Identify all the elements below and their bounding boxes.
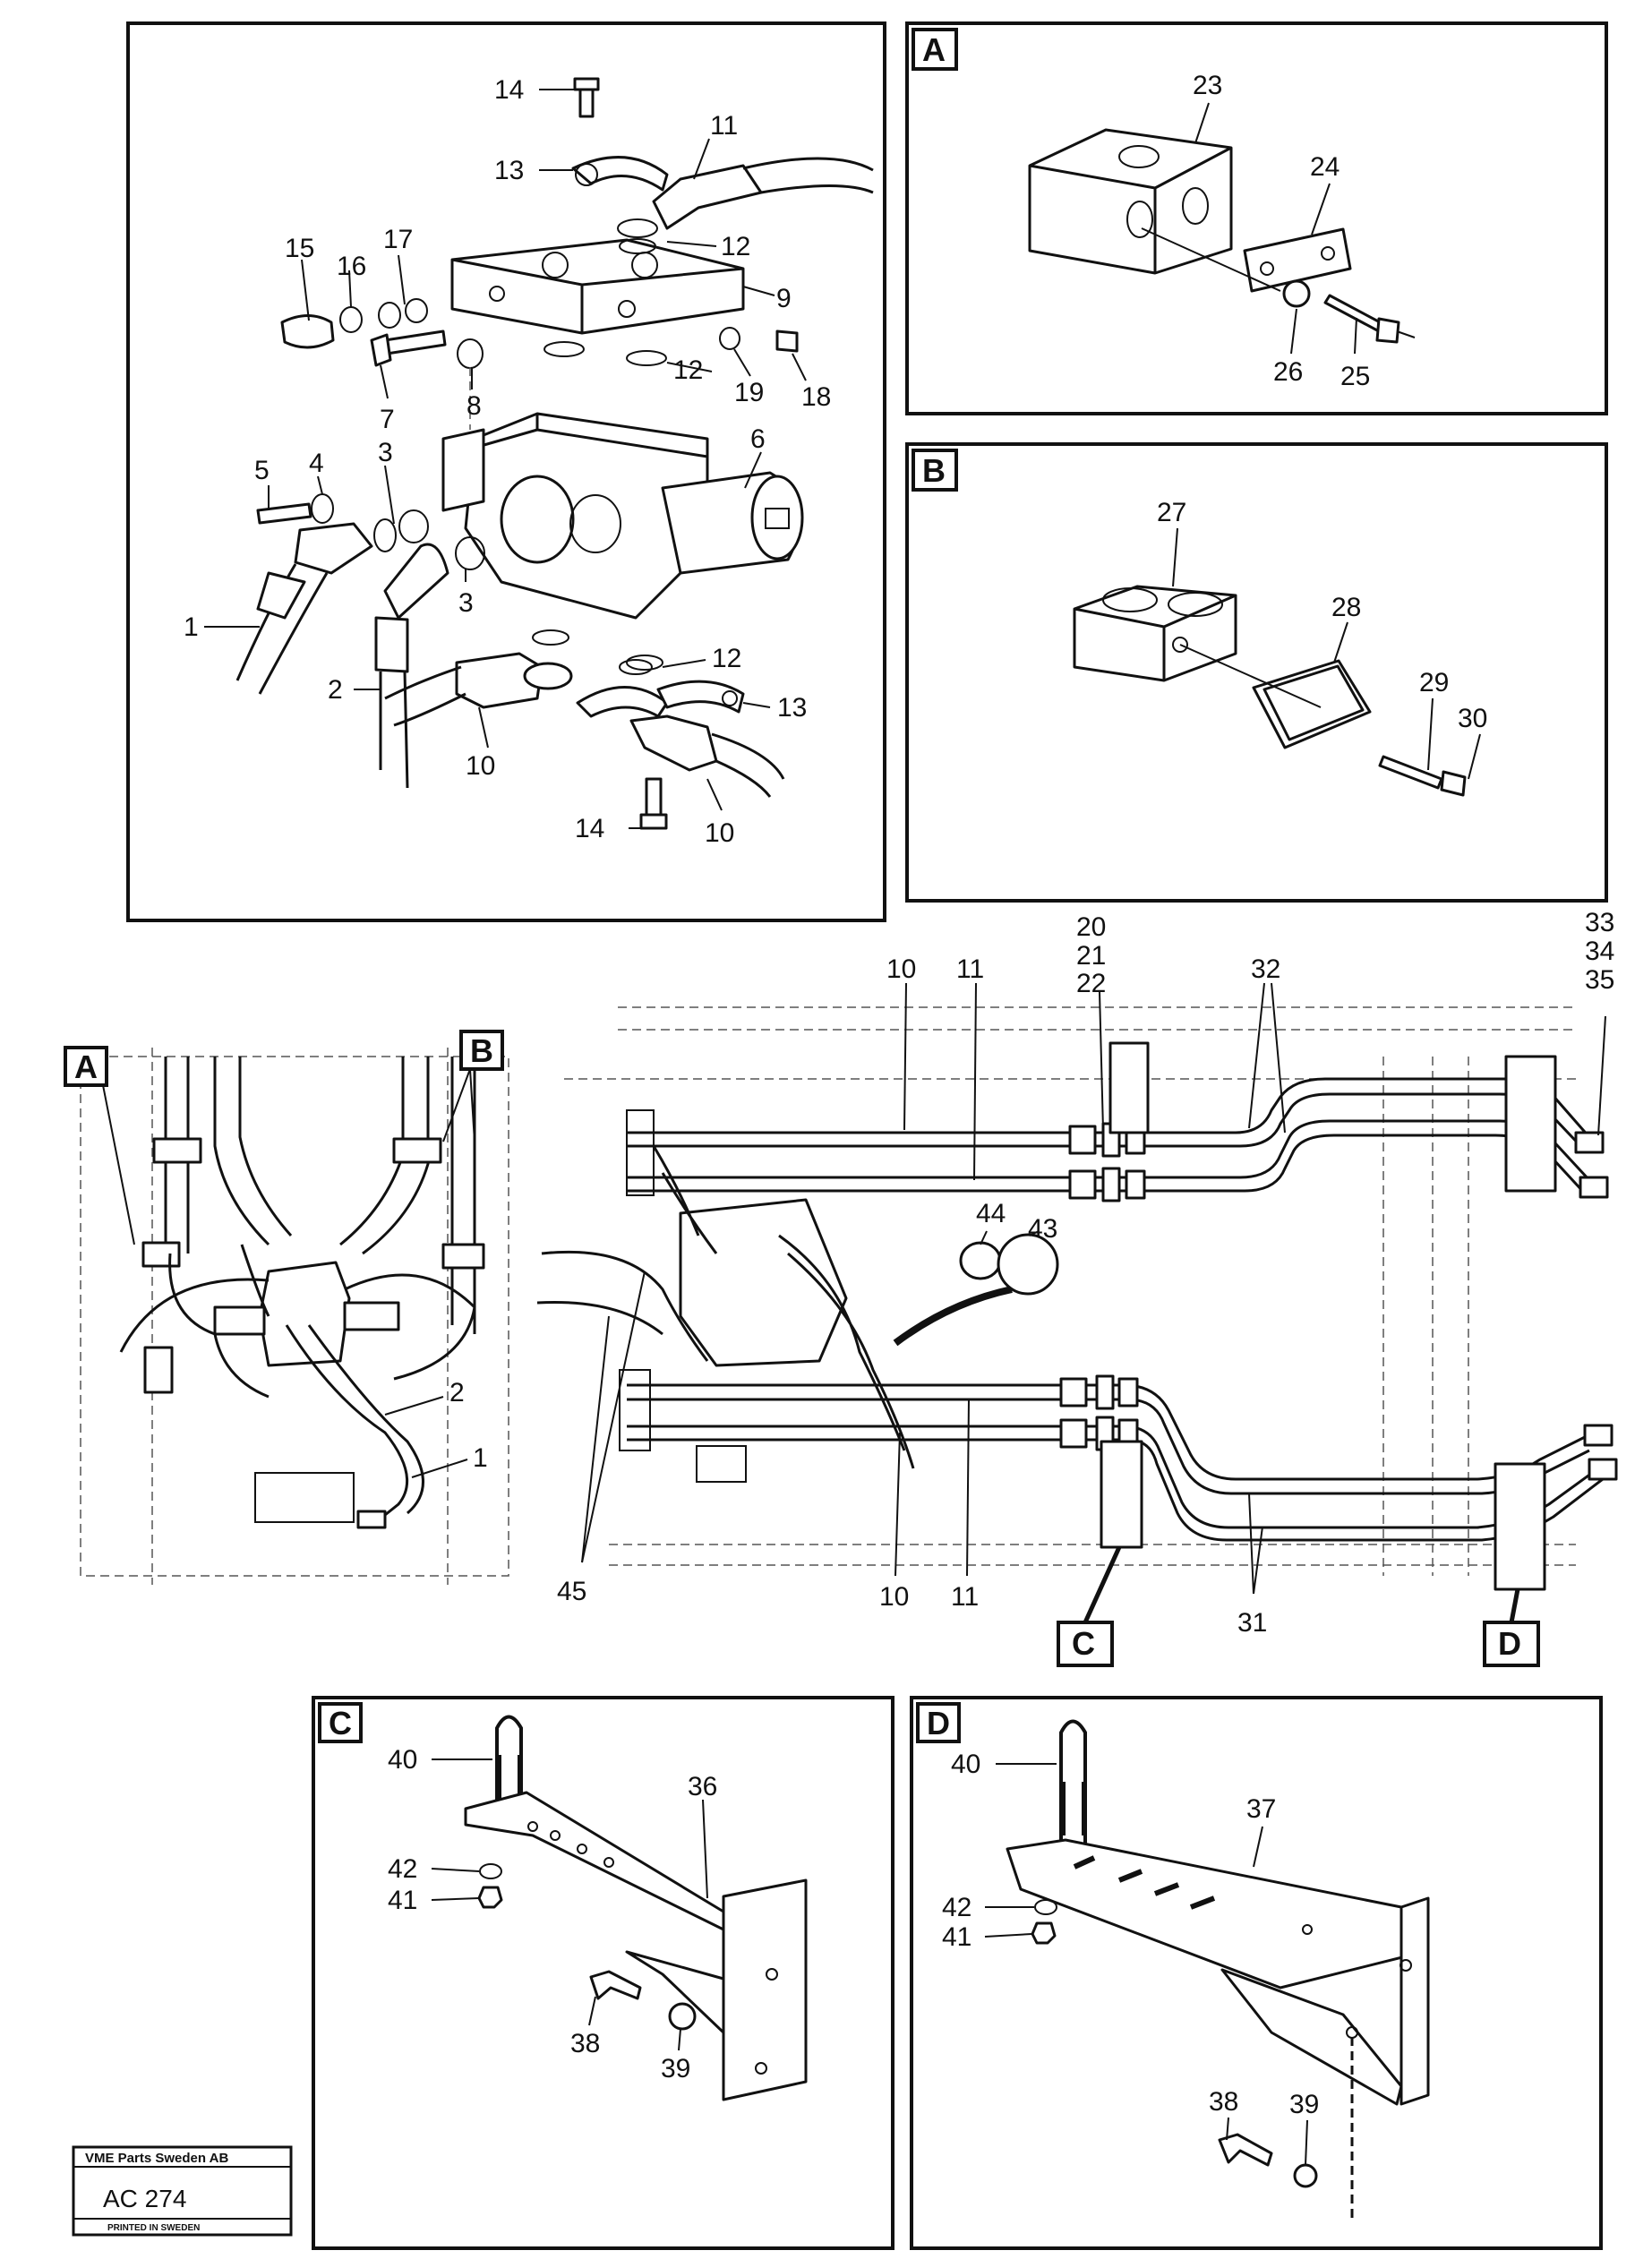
clamp-block-27 [1073, 585, 1237, 682]
detail-c-label: C [329, 1705, 352, 1741]
callout-14-top: 14 [494, 75, 524, 105]
overview-tag-d: D [1498, 1625, 1521, 1662]
callout-33: 33 [1585, 908, 1614, 937]
callout-39-c: 39 [661, 2054, 690, 2084]
callout-40-c: 40 [388, 1745, 417, 1775]
callout-24: 24 [1310, 152, 1340, 182]
callout-7: 7 [380, 405, 395, 434]
callout-5: 5 [254, 456, 270, 485]
drawing-code: AC 274 [103, 2185, 186, 2212]
overview-tag-c: C [1072, 1625, 1095, 1662]
callout-4: 4 [309, 449, 324, 478]
callout-1-overview: 1 [473, 1443, 488, 1473]
callout-18: 18 [801, 382, 831, 412]
callout-11-lower: 11 [951, 1582, 979, 1612]
flange-top [571, 156, 669, 192]
callout-17: 17 [383, 225, 413, 254]
callout-41-d: 41 [942, 1922, 972, 1952]
cap-43 [997, 1233, 1059, 1296]
clamp-block-23 [1028, 128, 1233, 275]
callout-35: 35 [1585, 965, 1614, 995]
callout-40-d: 40 [951, 1750, 980, 1779]
callout-25: 25 [1340, 362, 1370, 391]
overview-tag-a: A [74, 1048, 98, 1085]
hose-11-top [652, 164, 763, 230]
callout-41-c: 41 [388, 1886, 417, 1915]
valve-top-plate [450, 238, 745, 335]
callout-15: 15 [285, 234, 314, 263]
callout-10-low-right: 10 [705, 818, 734, 848]
callout-16: 16 [337, 252, 366, 281]
callout-38-d: 38 [1209, 2087, 1238, 2117]
callout-38-c: 38 [570, 2029, 600, 2058]
overview-tag-b: B [470, 1032, 493, 1069]
printed-label: PRINTED IN SWEDEN [107, 2223, 200, 2233]
overview-left: A B 2 1 [64, 1030, 509, 1585]
callout-22: 22 [1076, 969, 1106, 998]
callout-13-low: 13 [777, 693, 807, 723]
bracket-37 [1006, 1838, 1425, 1989]
callout-23: 23 [1193, 71, 1222, 100]
detail-c-panel: C 40 36 42 41 38 39 [312, 1696, 894, 2250]
callout-34: 34 [1585, 937, 1614, 966]
callout-44: 44 [976, 1199, 1006, 1228]
detail-a-panel: A 23 24 26 25 [905, 21, 1608, 415]
callout-6: 6 [750, 424, 766, 454]
callout-28: 28 [1331, 593, 1361, 622]
callout-36: 36 [688, 1772, 717, 1801]
callout-14-low: 14 [575, 814, 604, 843]
callout-8: 8 [466, 391, 482, 421]
callout-30: 30 [1458, 704, 1487, 733]
seal-ring-44 [959, 1241, 1002, 1280]
callout-12-mid: 12 [673, 355, 703, 385]
callout-11-upper: 11 [956, 954, 984, 984]
callout-37: 37 [1246, 1794, 1276, 1824]
u-bolt-40-d [1059, 1719, 1087, 1844]
title-block: VME Parts Sweden AB AC 274 PRINTED IN SW… [72, 2145, 293, 2237]
callout-42-d: 42 [942, 1893, 972, 1922]
valve-detail-panel: 14 13 11 12 9 15 16 17 12 19 18 8 7 6 5 … [126, 21, 886, 922]
callout-12-low: 12 [712, 644, 741, 673]
callout-19: 19 [734, 378, 764, 407]
callout-11-top: 11 [710, 111, 738, 141]
callout-2-top: 2 [328, 675, 343, 705]
callout-26: 26 [1273, 357, 1303, 387]
callout-31: 31 [1237, 1608, 1267, 1638]
company-label: VME Parts Sweden AB [85, 2151, 228, 2166]
detail-d-panel: D 40 37 42 41 38 39 [910, 1696, 1603, 2250]
callout-1-top: 1 [184, 612, 199, 642]
callout-21: 21 [1076, 941, 1106, 971]
callout-2-overview: 2 [449, 1378, 465, 1408]
detail-b-panel: B 27 28 29 30 [905, 442, 1608, 903]
detail-a-label: A [922, 31, 946, 68]
plug-15 [280, 314, 335, 349]
callout-27: 27 [1157, 498, 1186, 527]
bracket-36 [464, 1791, 725, 1931]
callout-43: 43 [1028, 1214, 1057, 1244]
u-bolt-40-c [495, 1715, 523, 1809]
callout-12-top: 12 [721, 232, 750, 261]
callout-45: 45 [557, 1577, 586, 1606]
overview-right: C D 10 11 20 21 22 32 33 34 35 44 43 45 … [536, 908, 1618, 1667]
callout-10-low-left: 10 [466, 751, 495, 781]
callout-9: 9 [776, 284, 792, 313]
callout-39-d: 39 [1289, 2090, 1319, 2119]
callout-20: 20 [1076, 912, 1106, 942]
callout-3-left: 3 [378, 438, 393, 467]
callout-3-right: 3 [458, 588, 474, 618]
callout-32: 32 [1251, 954, 1280, 984]
callout-29: 29 [1419, 668, 1449, 697]
callout-10-upper: 10 [886, 954, 916, 984]
callout-42-c: 42 [388, 1854, 417, 1884]
valve-cluster [679, 1198, 848, 1367]
detail-b-label: B [922, 452, 946, 489]
callout-13-top: 13 [494, 156, 524, 185]
callout-10-lower: 10 [879, 1582, 909, 1612]
detail-d-label: D [927, 1705, 950, 1741]
